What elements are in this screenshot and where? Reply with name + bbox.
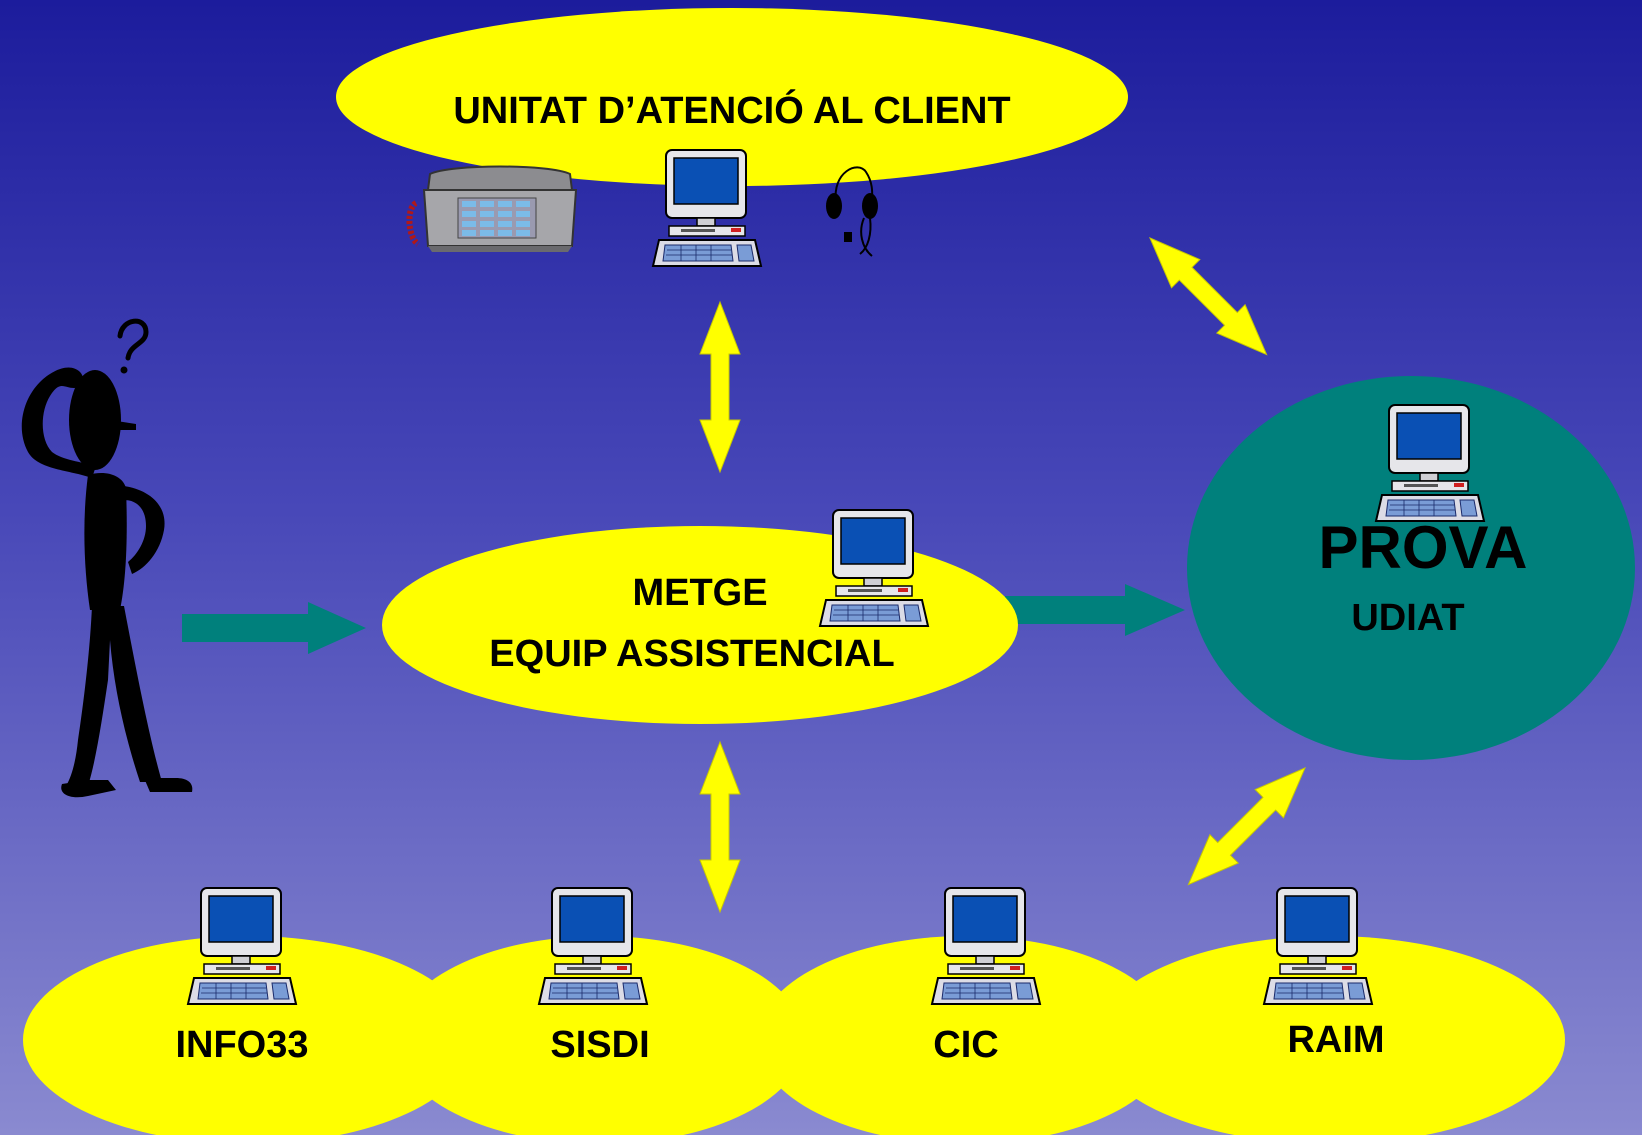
computer-icon [1263, 887, 1373, 1005]
node-system-raim [1095, 936, 1565, 1135]
metge-label-line1: METGE [632, 572, 767, 614]
prova-title: PROVA [1319, 514, 1528, 581]
computer-icon [819, 509, 929, 627]
question-mark-icon [117, 318, 149, 374]
node-metge: METGE EQUIP ASSISTENCIAL [382, 509, 1018, 724]
node-system-info33 [23, 936, 473, 1135]
headset-icon [826, 166, 878, 257]
arrow-prova-systems [1173, 753, 1320, 900]
computer-icon [538, 887, 648, 1005]
computer-icon [652, 149, 762, 267]
atencio-label: UNITAT D’ATENCIÓ AL CLIENT [453, 88, 1010, 132]
system-label: INFO33 [175, 1024, 308, 1066]
computer-icon [187, 887, 297, 1005]
metge-label-line2: EQUIP ASSISTENCIAL [489, 633, 894, 675]
arrow-atencio-metge [699, 301, 741, 473]
systems-group: INFO33 SISDI CIC RAIM [23, 887, 1565, 1135]
node-prova: PROVA UDIAT [1187, 376, 1635, 760]
computer-icon [1375, 404, 1485, 522]
node-atencio: UNITAT D’ATENCIÓ AL CLIENT [336, 8, 1128, 267]
computer-icon [931, 887, 1041, 1005]
system-label: RAIM [1287, 1019, 1384, 1061]
node-system-cic [757, 936, 1173, 1135]
confused-person-icon [21, 367, 193, 798]
arrow-metge-systems [699, 741, 741, 913]
system-label: SISDI [550, 1024, 649, 1066]
arrow-atencio-prova [1135, 223, 1282, 370]
node-system-sisdi [395, 936, 805, 1135]
arrow-metge-prova [1005, 584, 1185, 636]
prova-subtitle: UDIAT [1351, 597, 1464, 639]
system-label: CIC [933, 1024, 998, 1066]
arrow-patient-metge [182, 602, 366, 654]
telephone-icon [406, 165, 578, 252]
